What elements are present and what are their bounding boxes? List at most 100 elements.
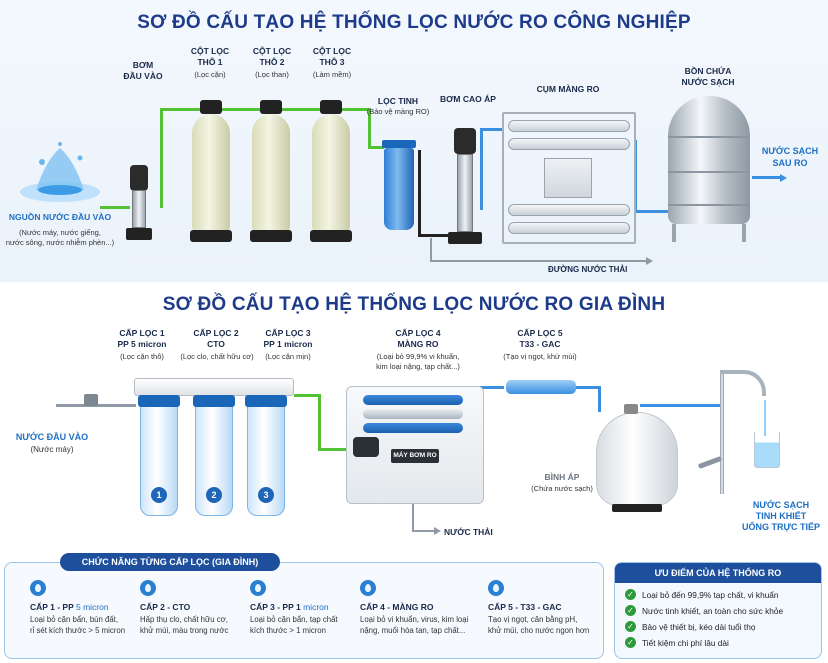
housing-2: 2 [193,395,235,516]
stage-3-badge: 3 [258,487,274,503]
housing-1: 1 [138,395,180,516]
inlet-label-1: NƯỚC ĐẦU VÀO [15,432,89,442]
source-desc-1: (Nước máy, nước giếng, [19,228,101,237]
card-3-head: CẤP 3 - PP 1 [250,602,301,612]
pump-in-label-1: BƠM [132,60,154,70]
pressure-tank [596,412,678,506]
advantage-text: Tiết kiệm chi phí lâu dài [642,637,729,648]
functions-panel [4,562,604,659]
tank-leg [742,224,746,242]
col2-label-1: CỘT LỌC [252,46,292,56]
col3-label-2: THÔ 3 [319,57,345,67]
s2-label-2: CTO [207,339,225,349]
advantage-item: ✓ Loại bỏ đến 99,9% tạp chất, vi khuẩn [625,589,783,600]
advantage-text: Nước tinh khiết, an toàn cho sức khỏe [642,605,784,616]
advantages-panel: ƯU ĐIỂM CỦA HỆ THỐNG RO ✓Loại bỏ đến 99,… [614,562,822,659]
waste-pipe [430,260,648,262]
check-icon: ✓ [625,605,636,616]
stage-2-badge: 2 [206,487,222,503]
inlet-valve [84,394,98,406]
output-label-1: NƯỚC SẠCH [752,500,810,510]
housing-3: 3 [245,395,287,516]
pump-in-label-2: ĐẦU VÀO [123,71,163,81]
pipe [418,234,448,237]
pipe [598,386,601,412]
filter-stage-icon [488,580,504,596]
function-card-2: CẤP 2 - CTO Hấp thụ clo, chất hữu cơ,khử… [140,580,248,637]
check-icon: ✓ [625,637,636,648]
info-section: CHỨC NĂNG TỪNG CẤP LỌC (GIA ĐÌNH) CẤP 1 … [0,552,828,663]
pipe [480,130,483,210]
water-stream [764,400,766,436]
t33-filter [506,380,576,394]
hp-pump-label: BƠM CAO ÁP [440,94,496,104]
card-3-extra: micron [303,602,329,612]
fine-filter-desc: (Bảo vệ màng RO) [366,107,430,116]
arrow-right-icon [434,527,441,535]
pipe [418,150,421,236]
pipe [294,394,320,397]
stainless-tank [668,96,750,224]
home-title: SƠ ĐỒ CẤU TẠO HỆ THỐNG LỌC NƯỚC RO GIA Đ… [162,294,666,315]
membrane-frame [502,112,636,244]
card-4-desc-2: nặng, muối hòa tan, tạp chất... [360,625,466,635]
output-label-3: UỐNG TRỰC TIẾP [742,522,820,532]
card-3-desc-1: Loại bỏ cặn bẩn, tạp chất [250,615,338,624]
col1-label-2: THÔ 1 [197,57,223,67]
membrane-label: CỤM MÀNG RO [536,84,600,94]
card-3-desc-2: kích thước > 1 micron [250,625,326,635]
advantage-text: Bảo vệ thiết bị, kéo dài tuổi thọ [642,621,756,632]
water-glass-icon [754,432,780,468]
source-title: NGUỒN NƯỚC ĐẦU VÀO [8,212,112,222]
fine-filter-housing [384,148,414,230]
filter-column-3 [310,100,352,242]
card-5-desc-2: khử mùi, cho nước ngon hơn [488,625,590,635]
card-2-head: CẤP 2 - CTO [140,602,191,612]
waste-pipe [412,492,414,532]
check-icon: ✓ [625,589,636,600]
pump-motor [130,165,148,191]
s5-desc: (Tạo vị ngọt, khử mùi) [503,352,577,361]
card-1-head: CẤP 1 - PP [30,602,74,612]
s1-label-1: CẤP LỌC 1 [119,328,165,338]
card-1-desc-2: rỉ sét kích thước > 5 micron [30,625,126,635]
s1-desc: (Lọc cặn thô) [120,352,164,361]
hp-pump-body [457,154,473,232]
s4-label-1: CẤP LỌC 4 [395,328,441,338]
advantages-list: ✓ Loại bỏ đến 99,9% tạp chất, vi khuẩn ✓ N… [625,589,783,653]
advantage-item: ✓Bảo vệ thiết bị, kéo dài tuổi thọ [625,621,783,632]
card-5-desc-1: Tạo vị ngọt, cân bằng pH, [488,615,578,624]
tank-label-1: BỒN CHỨA [684,66,732,76]
filter-stage-icon [360,580,376,596]
filter-stage-icon [30,580,46,596]
pressure-tank-valve [624,404,638,414]
pipe [480,128,502,131]
industrial-waste-label: ĐƯỜNG NƯỚC THẢI [548,265,628,274]
s2-desc: (Lọc clo, chất hữu cơ) [180,352,254,361]
fine-filter-label: LỌC TINH [377,96,419,106]
advantage-item: ✓ Tiết kiệm chi phí lâu dài [625,637,783,648]
stage-1-badge: 1 [151,487,167,503]
output-label-2: TINH KHIẾT [755,511,807,521]
col2-desc: (Lọc than) [255,70,289,79]
s4-desc-1: (Loại bỏ 99,9% vi khuẩn, [376,352,460,361]
function-card-4: CẤP 4 - MÀNG RO Loại bỏ vi khuẩn, virus,… [360,580,484,637]
s5-label-2: T33 - GAC [519,339,561,349]
inlet-label-2: (Nước máy) [30,445,74,454]
arrow-right-icon [646,257,653,265]
ro-machine-label: MÁY BƠM RO [391,449,439,463]
pipe [368,146,384,149]
pump-body [132,190,146,228]
faucet-handle [697,456,723,469]
s3-label-1: CẤP LỌC 3 [265,328,311,338]
col2-label-2: THÔ 2 [259,57,285,67]
card-4-head: CẤP 4 - MÀNG RO [360,602,434,612]
col1-label-1: CỘT LỌC [190,46,230,56]
pressure-tank-base [612,504,662,512]
faucet-stem [720,374,724,494]
ro-machine: MÁY BƠM RO [346,386,484,504]
advantage-text: Loại bỏ đến 99,9% tạp chất, vi khuẩn [642,589,779,600]
s4-desc-2: kim loại nặng, tạp chất...) [376,362,460,371]
industrial-title: SƠ ĐỒ CẤU TẠO HỆ THỐNG LỌC NƯỚC RO CÔNG … [137,12,691,33]
card-2-desc-1: Hấp thụ clo, chất hữu cơ, [140,615,228,624]
